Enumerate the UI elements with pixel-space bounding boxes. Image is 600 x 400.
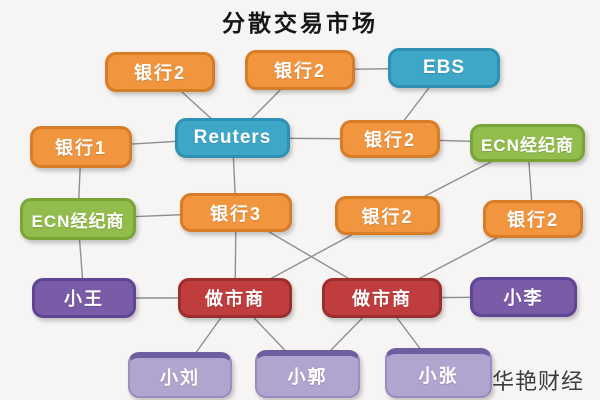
node-ecn-left: ECN经纪商 [20,198,136,240]
node-bank2-b: 银行2 [245,50,355,90]
node-marketmaker-right: 做市商 [322,278,442,318]
node-bank1: 银行1 [30,126,132,168]
node-xiaozhang: 小张 [385,348,492,398]
node-bank2-c: 银行2 [340,120,440,158]
diagram-title: 分散交易市场 [222,10,378,36]
node-ebs: EBS [388,48,500,88]
watermark-text: 华艳财经 [492,369,585,394]
node-xiaoguo: 小郭 [255,350,360,398]
node-xiaowang: 小王 [32,278,136,318]
node-bank2-a: 银行2 [105,52,215,92]
node-ecn-right: ECN经纪商 [470,124,585,162]
node-bank3: 银行3 [180,193,292,232]
node-bank2-e: 银行2 [483,200,583,238]
node-xiaoliu: 小刘 [128,352,232,398]
node-bank2-d: 银行2 [335,196,440,235]
node-marketmaker-left: 做市商 [178,278,292,318]
node-xiaoli: 小李 [470,277,577,317]
node-reuters: Reuters [175,118,290,158]
